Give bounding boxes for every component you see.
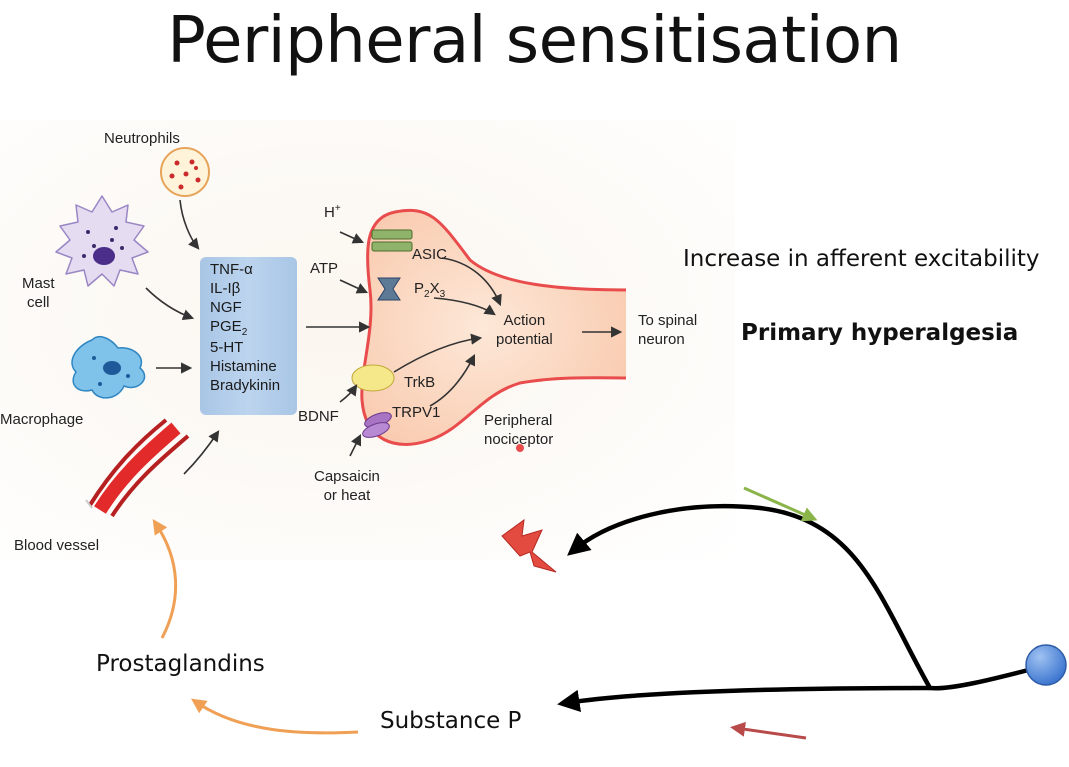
trpv1-channel-icon (362, 412, 392, 438)
mediator-item-pge2: PGE2 (210, 317, 248, 338)
substance-p-text: Substance P (380, 708, 522, 734)
trkb-label: TrkB (404, 374, 436, 391)
peripheral-nociceptor-label: Peripheral nociceptor (484, 412, 554, 448)
asic-label: ASIC (412, 246, 448, 263)
h-plus-label: H+ (324, 203, 341, 221)
blood-vessel-label: Blood vessel (14, 537, 100, 554)
macrophage-label: Macrophage (0, 411, 84, 428)
mast-cell-label: Mast cell (22, 275, 55, 311)
nerve-fibre (557, 504, 1045, 713)
mediator-box: TNF-α IL-Iβ NGF PGE2 5-HT Histamine Brad… (200, 257, 297, 415)
capsaicin-label: Capsaicin or heat (314, 468, 380, 504)
p2x3-channel-icon (377, 277, 401, 301)
blood-vessel-icon (85, 418, 190, 518)
trpv1-label: TRPV1 (392, 404, 441, 421)
atp-label: ATP (310, 260, 339, 277)
nerve-ending-icon (1025, 644, 1067, 686)
mediator-item: Histamine (210, 358, 277, 376)
mast-cell-icon (55, 195, 149, 287)
to-spinal-neuron-label: To spinal neuron (638, 312, 698, 348)
macrophage-icon (71, 336, 146, 399)
p2x3-label: P2X3 (414, 280, 446, 300)
mediator-item: Bradykinin (210, 377, 281, 395)
mediator-item: IL-Iβ (210, 279, 241, 297)
antidromic-arrow (730, 721, 807, 740)
action-potential-label: Action potential (496, 312, 553, 348)
prostaglandins-text: Prostaglandins (96, 651, 265, 677)
orthodromic-arrow (743, 486, 818, 522)
nociceptor-terminal (360, 208, 632, 446)
hyperalgesia-text: Primary hyperalgesia (741, 320, 1019, 346)
bdnf-label: BDNF (298, 408, 339, 425)
mediator-item: NGF (210, 298, 242, 316)
asic-channel-icon (371, 229, 413, 252)
mediator-item: 5-HT (210, 339, 244, 357)
substance-p-to-prostaglandins-arrow (191, 698, 359, 735)
neutrophils-label: Neutrophils (104, 130, 180, 147)
lightning-icon (501, 518, 557, 573)
mediator-item: TNF-α (210, 261, 253, 278)
excitability-text: Increase in afferent excitability (683, 246, 1040, 272)
prostaglandins-to-vessel-arrow (152, 519, 178, 639)
slide-title: Peripheral sensitisation (167, 4, 902, 78)
trkb-receptor-icon (351, 364, 395, 392)
neutrophil-icon (160, 147, 210, 197)
